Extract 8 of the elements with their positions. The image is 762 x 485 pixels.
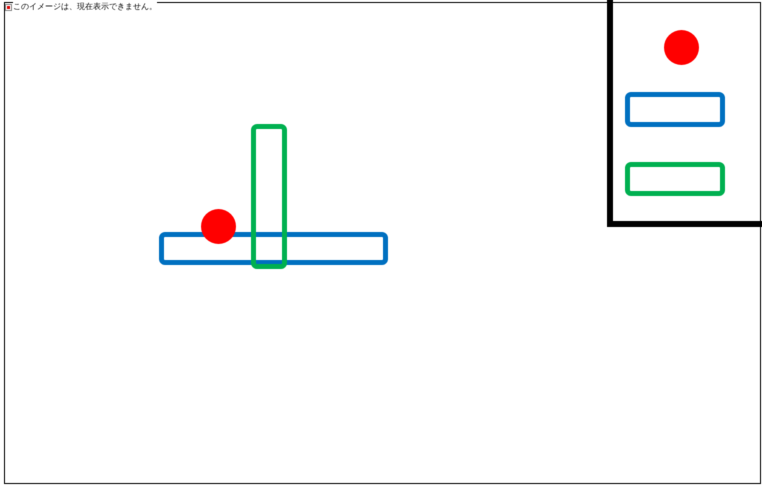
horizontal-bar bbox=[159, 232, 388, 265]
dot bbox=[201, 209, 236, 244]
vertical-bar bbox=[251, 124, 287, 269]
bar bbox=[625, 162, 725, 196]
placeholder-text: このイメージは、現在表示できません。 bbox=[13, 2, 157, 12]
legend-panel bbox=[607, 0, 762, 227]
bar bbox=[625, 92, 725, 127]
dot bbox=[664, 30, 699, 65]
